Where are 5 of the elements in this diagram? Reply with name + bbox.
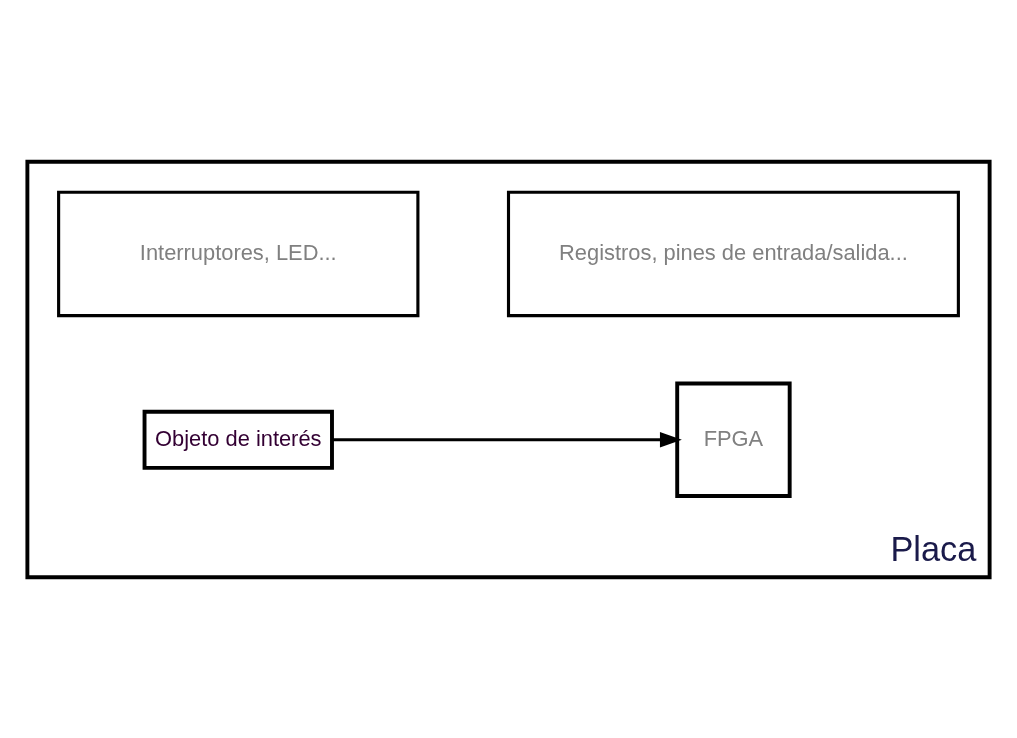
node-box: Registros, pines de entrada/salida... [506,190,960,317]
node-box: FPGA [675,381,792,498]
arrow [332,431,682,447]
node-box: Objeto de interés [142,409,334,470]
node-box: Interruptores, LED... [57,190,420,317]
